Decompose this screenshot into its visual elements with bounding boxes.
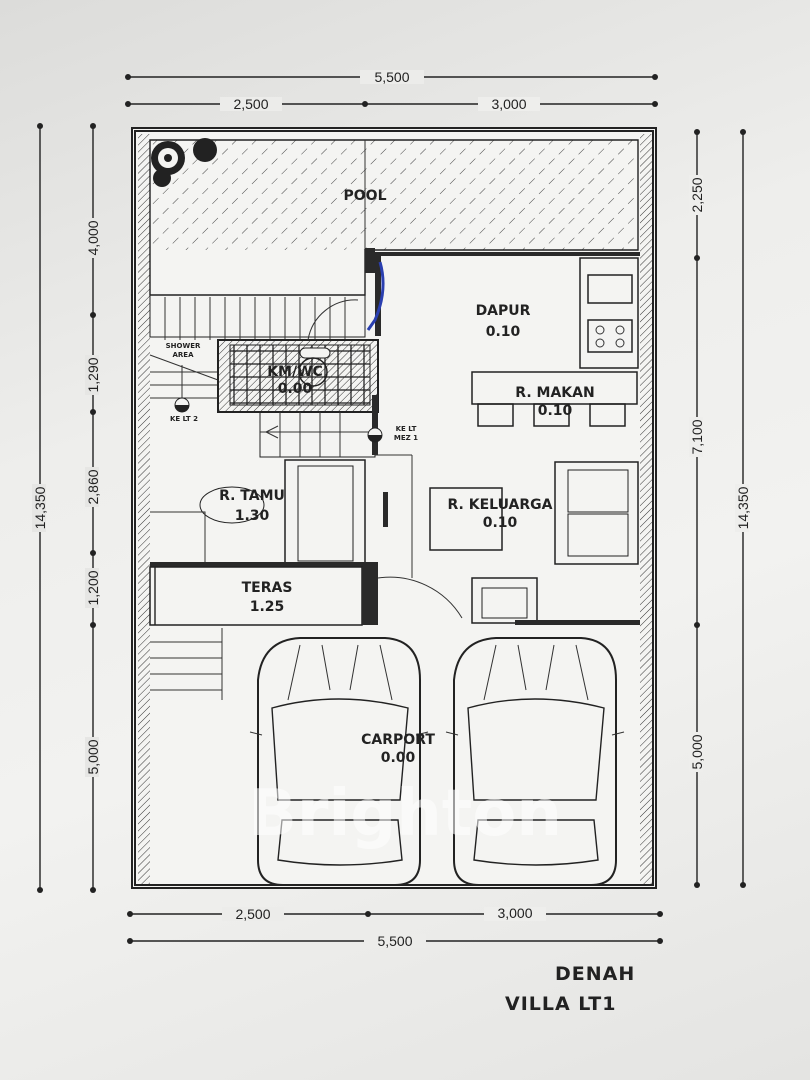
- dim-right-total: 14,350: [735, 486, 751, 529]
- dining-table: [471, 371, 638, 405]
- dim-top-left: 2,500: [233, 96, 268, 112]
- label-ke-mez-2: MEZ 1: [394, 434, 418, 442]
- dim-right-1: 2,250: [689, 177, 705, 212]
- dim-left-2: 1,290: [85, 357, 101, 392]
- plant-icon: [151, 138, 217, 187]
- dim-left-1: 4,000: [85, 220, 101, 255]
- dim-left-5: 5,000: [85, 739, 101, 774]
- dim-right-3: 5,000: [689, 734, 705, 769]
- car-left: [249, 637, 429, 886]
- room-labels: POOL DAPUR 0.10 R. MAKAN 0.10 KM/WC 0.00…: [166, 188, 595, 766]
- label-dapur: DAPUR: [476, 303, 531, 319]
- car-right: [445, 637, 625, 886]
- label-tamu-level: 1.30: [235, 508, 270, 524]
- label-teras: TERAS: [242, 580, 293, 596]
- stair-marker-icon: [174, 397, 190, 413]
- label-carport-level: 0.00: [381, 750, 416, 766]
- label-kmwc-level: 0.00: [278, 381, 313, 397]
- label-keluarga: R. KELUARGA: [448, 497, 553, 513]
- pool-area: [150, 140, 638, 250]
- stove-icon: [587, 319, 633, 353]
- dim-bottom-left: 2,500: [235, 906, 270, 922]
- dim-top-total: 5,500: [374, 69, 409, 85]
- label-shower-2: AREA: [172, 351, 194, 359]
- dim-left-4: 1,200: [85, 570, 101, 605]
- plan-title-line1: DENAH: [555, 963, 635, 985]
- stair-marker-icon: [367, 427, 383, 443]
- label-carport: CARPORT: [361, 732, 435, 748]
- label-dapur-level: 0.10: [486, 324, 521, 340]
- dimension-labels: 5,500 2,500 3,000 2,500 3,000 5,500 14,3…: [32, 69, 751, 949]
- dim-bottom-right: 3,000: [497, 905, 532, 921]
- dim-left-total: 14,350: [32, 486, 48, 529]
- plan-title-line2: VILLA LT1: [505, 993, 616, 1015]
- label-ke-lt2: KE LT 2: [170, 415, 198, 423]
- label-shower-1: SHOWER: [166, 342, 201, 350]
- label-pool: POOL: [344, 188, 387, 204]
- sink-icon: [587, 274, 633, 304]
- dim-left-3: 2,860: [85, 469, 101, 504]
- dim-bottom-total: 5,500: [377, 933, 412, 949]
- label-ke-mez-1: KE LT: [396, 425, 417, 433]
- label-tamu: R. TAMU: [219, 488, 285, 504]
- label-makan: R. MAKAN: [515, 385, 594, 401]
- label-teras-level: 1.25: [250, 599, 285, 615]
- dim-right-2: 7,100: [689, 419, 705, 454]
- label-kmwc: KM/WC: [267, 364, 323, 380]
- dim-top-right: 3,000: [491, 96, 526, 112]
- watermark: Brighton: [248, 777, 562, 851]
- label-makan-level: 0.10: [538, 403, 573, 419]
- blue-pen-mark: [366, 261, 385, 331]
- label-keluarga-level: 0.10: [483, 515, 518, 531]
